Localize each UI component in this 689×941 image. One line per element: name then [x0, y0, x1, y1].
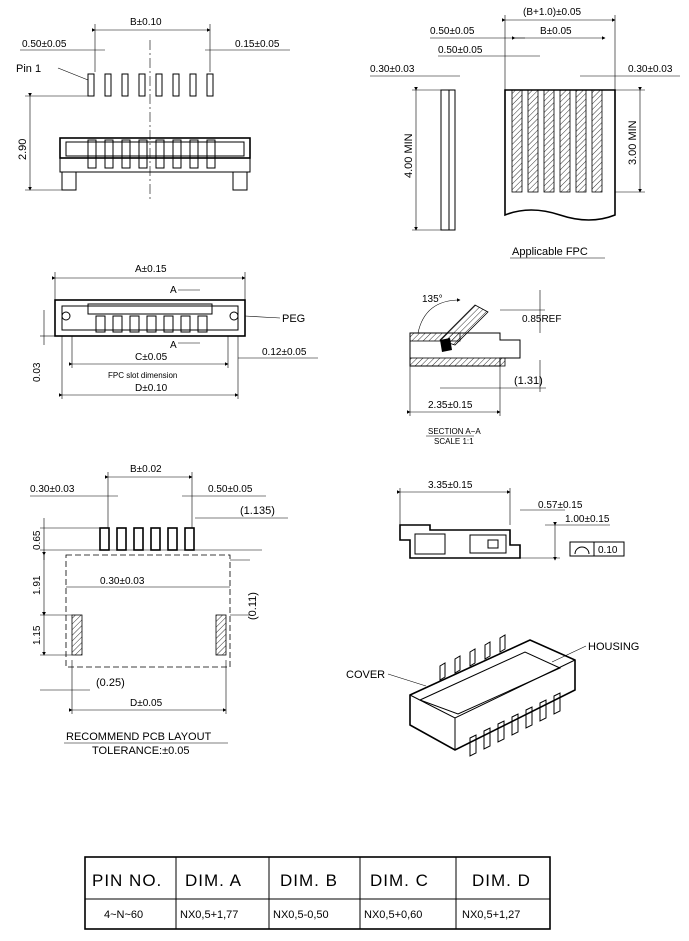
top-pitch-label: 0.50±0.05: [22, 39, 67, 50]
peg-label: PEG: [282, 313, 305, 325]
iso-housing-label: HOUSING: [588, 641, 639, 653]
pcb-h2: 1.15: [32, 625, 43, 645]
table-header-pin: PIN NO.: [92, 871, 162, 890]
pcb-paren-bottom: (0.25): [96, 677, 125, 689]
side-d2: 1.00±0.15: [565, 514, 610, 525]
iso-cover-label: COVER: [346, 669, 385, 681]
iso-contacts: [439, 634, 561, 757]
fpc-min-left: 4.00 MIN: [403, 133, 415, 178]
side-flat: 0.10: [598, 545, 618, 556]
table-header-d: DIM. D: [472, 871, 531, 890]
fpc-view: (B+1.0)±0.05 0.50±0.05 B±0.05 0.50±0.05 …: [370, 7, 680, 259]
pcb-tolerance: TOLERANCE:±0.05: [92, 745, 190, 757]
front-side-label: 0.03: [32, 362, 43, 382]
front-contacts: [95, 315, 208, 333]
top-pins: [87, 73, 214, 97]
fpc-bplus: (B+1.0)±0.05: [523, 7, 581, 18]
top-view: B±0.10 0.50±0.05 0.15±0.05 Pin 1: [16, 17, 290, 200]
section-ref: 0.85REF: [522, 314, 561, 325]
top-height-label: 2.90: [17, 139, 29, 160]
top-dim-b: B±0.10: [130, 17, 162, 28]
fpc-pitch-b: 0.50±0.05: [438, 45, 483, 56]
side-d1: 0.57±0.15: [538, 500, 583, 511]
pcb-layout: B±0.02 0.30±0.03 0.50±0.05 (1.135) 0.65 …: [30, 464, 288, 757]
section-title: SECTION A−A: [428, 427, 481, 436]
fpc-thick-right: 0.30±0.03: [628, 64, 673, 75]
front-marker-top: A: [170, 285, 177, 296]
pcb-right-top: 0.50±0.05: [208, 484, 253, 495]
front-view: A±0.15 A PEG A C±0.05 FPC slot dimension…: [32, 264, 318, 399]
pin1-label: Pin 1: [16, 63, 41, 75]
flatness-symbol: 0.10: [569, 541, 625, 557]
pcb-dim-d: D±0.05: [130, 698, 163, 709]
pcb-caption: RECOMMEND PCB LAYOUT: [66, 731, 212, 743]
pcb-h1: 1.91: [32, 575, 43, 595]
pcb-paren-top: (1.135): [240, 505, 275, 517]
front-slot-label: FPC slot dimension: [108, 371, 177, 380]
fpc-thick-left: 0.30±0.03: [370, 64, 415, 75]
pcb-right-peg-pad: [215, 614, 227, 656]
section-angle: 135°: [422, 294, 443, 305]
pcb-paren-right: (0.11): [247, 592, 259, 620]
section-length: 2.35±0.15: [428, 400, 473, 411]
pcb-pad-height: 0.65: [32, 530, 43, 550]
pcb-left-peg-pad: [71, 614, 83, 656]
table-cell-b: NX0,5-0,50: [273, 909, 329, 921]
fpc-traces: [511, 89, 603, 193]
table-cell-d: NX0,5+1,27: [462, 909, 520, 921]
fpc-min-right: 3.00 MIN: [627, 120, 639, 165]
fpc-caption: Applicable FPC: [512, 246, 588, 258]
pcb-left-top: 0.30±0.03: [30, 484, 75, 495]
iso-view: COVER HOUSING: [346, 634, 639, 757]
pcb-dim-b: B±0.02: [130, 464, 162, 475]
table-header-c: DIM. C: [370, 871, 429, 890]
front-dim-d: D±0.10: [135, 383, 168, 394]
side-length: 3.35±0.15: [428, 480, 473, 491]
table-header-b: DIM. B: [280, 871, 338, 890]
table-cell-c: NX0,5+0,60: [364, 909, 422, 921]
side-view: 3.35±0.15 0.57±0.15 1.00±0.15 0.10: [397, 480, 625, 561]
section-paren: (1.31): [514, 375, 543, 387]
fpc-pitch-a: 0.50±0.05: [430, 26, 475, 37]
front-right-gap: 0.12±0.05: [262, 347, 307, 358]
pcb-inner: 0.30±0.03: [100, 576, 145, 587]
front-dim-a: A±0.15: [135, 264, 167, 275]
top-gap-label: 0.15±0.05: [235, 39, 280, 50]
table-cell-pin: 4~N~60: [104, 909, 143, 921]
top-contacts: [87, 139, 216, 169]
pcb-pads: [99, 527, 195, 551]
dimension-table: PIN NO. DIM. A DIM. B DIM. C DIM. D 4~N~…: [84, 856, 551, 930]
front-marker-bottom: A: [170, 340, 177, 351]
fpc-dim-b: B±0.05: [540, 26, 572, 37]
front-dim-c: C±0.05: [135, 352, 168, 363]
section-view: 135° 0.85REF (1.31) 2.35±0.15 SECTION A−…: [407, 290, 561, 446]
table-header-a: DIM. A: [185, 871, 242, 890]
table-cell-a: NX0,5+1,77: [180, 909, 238, 921]
section-scale: SCALE 1:1: [434, 437, 474, 446]
